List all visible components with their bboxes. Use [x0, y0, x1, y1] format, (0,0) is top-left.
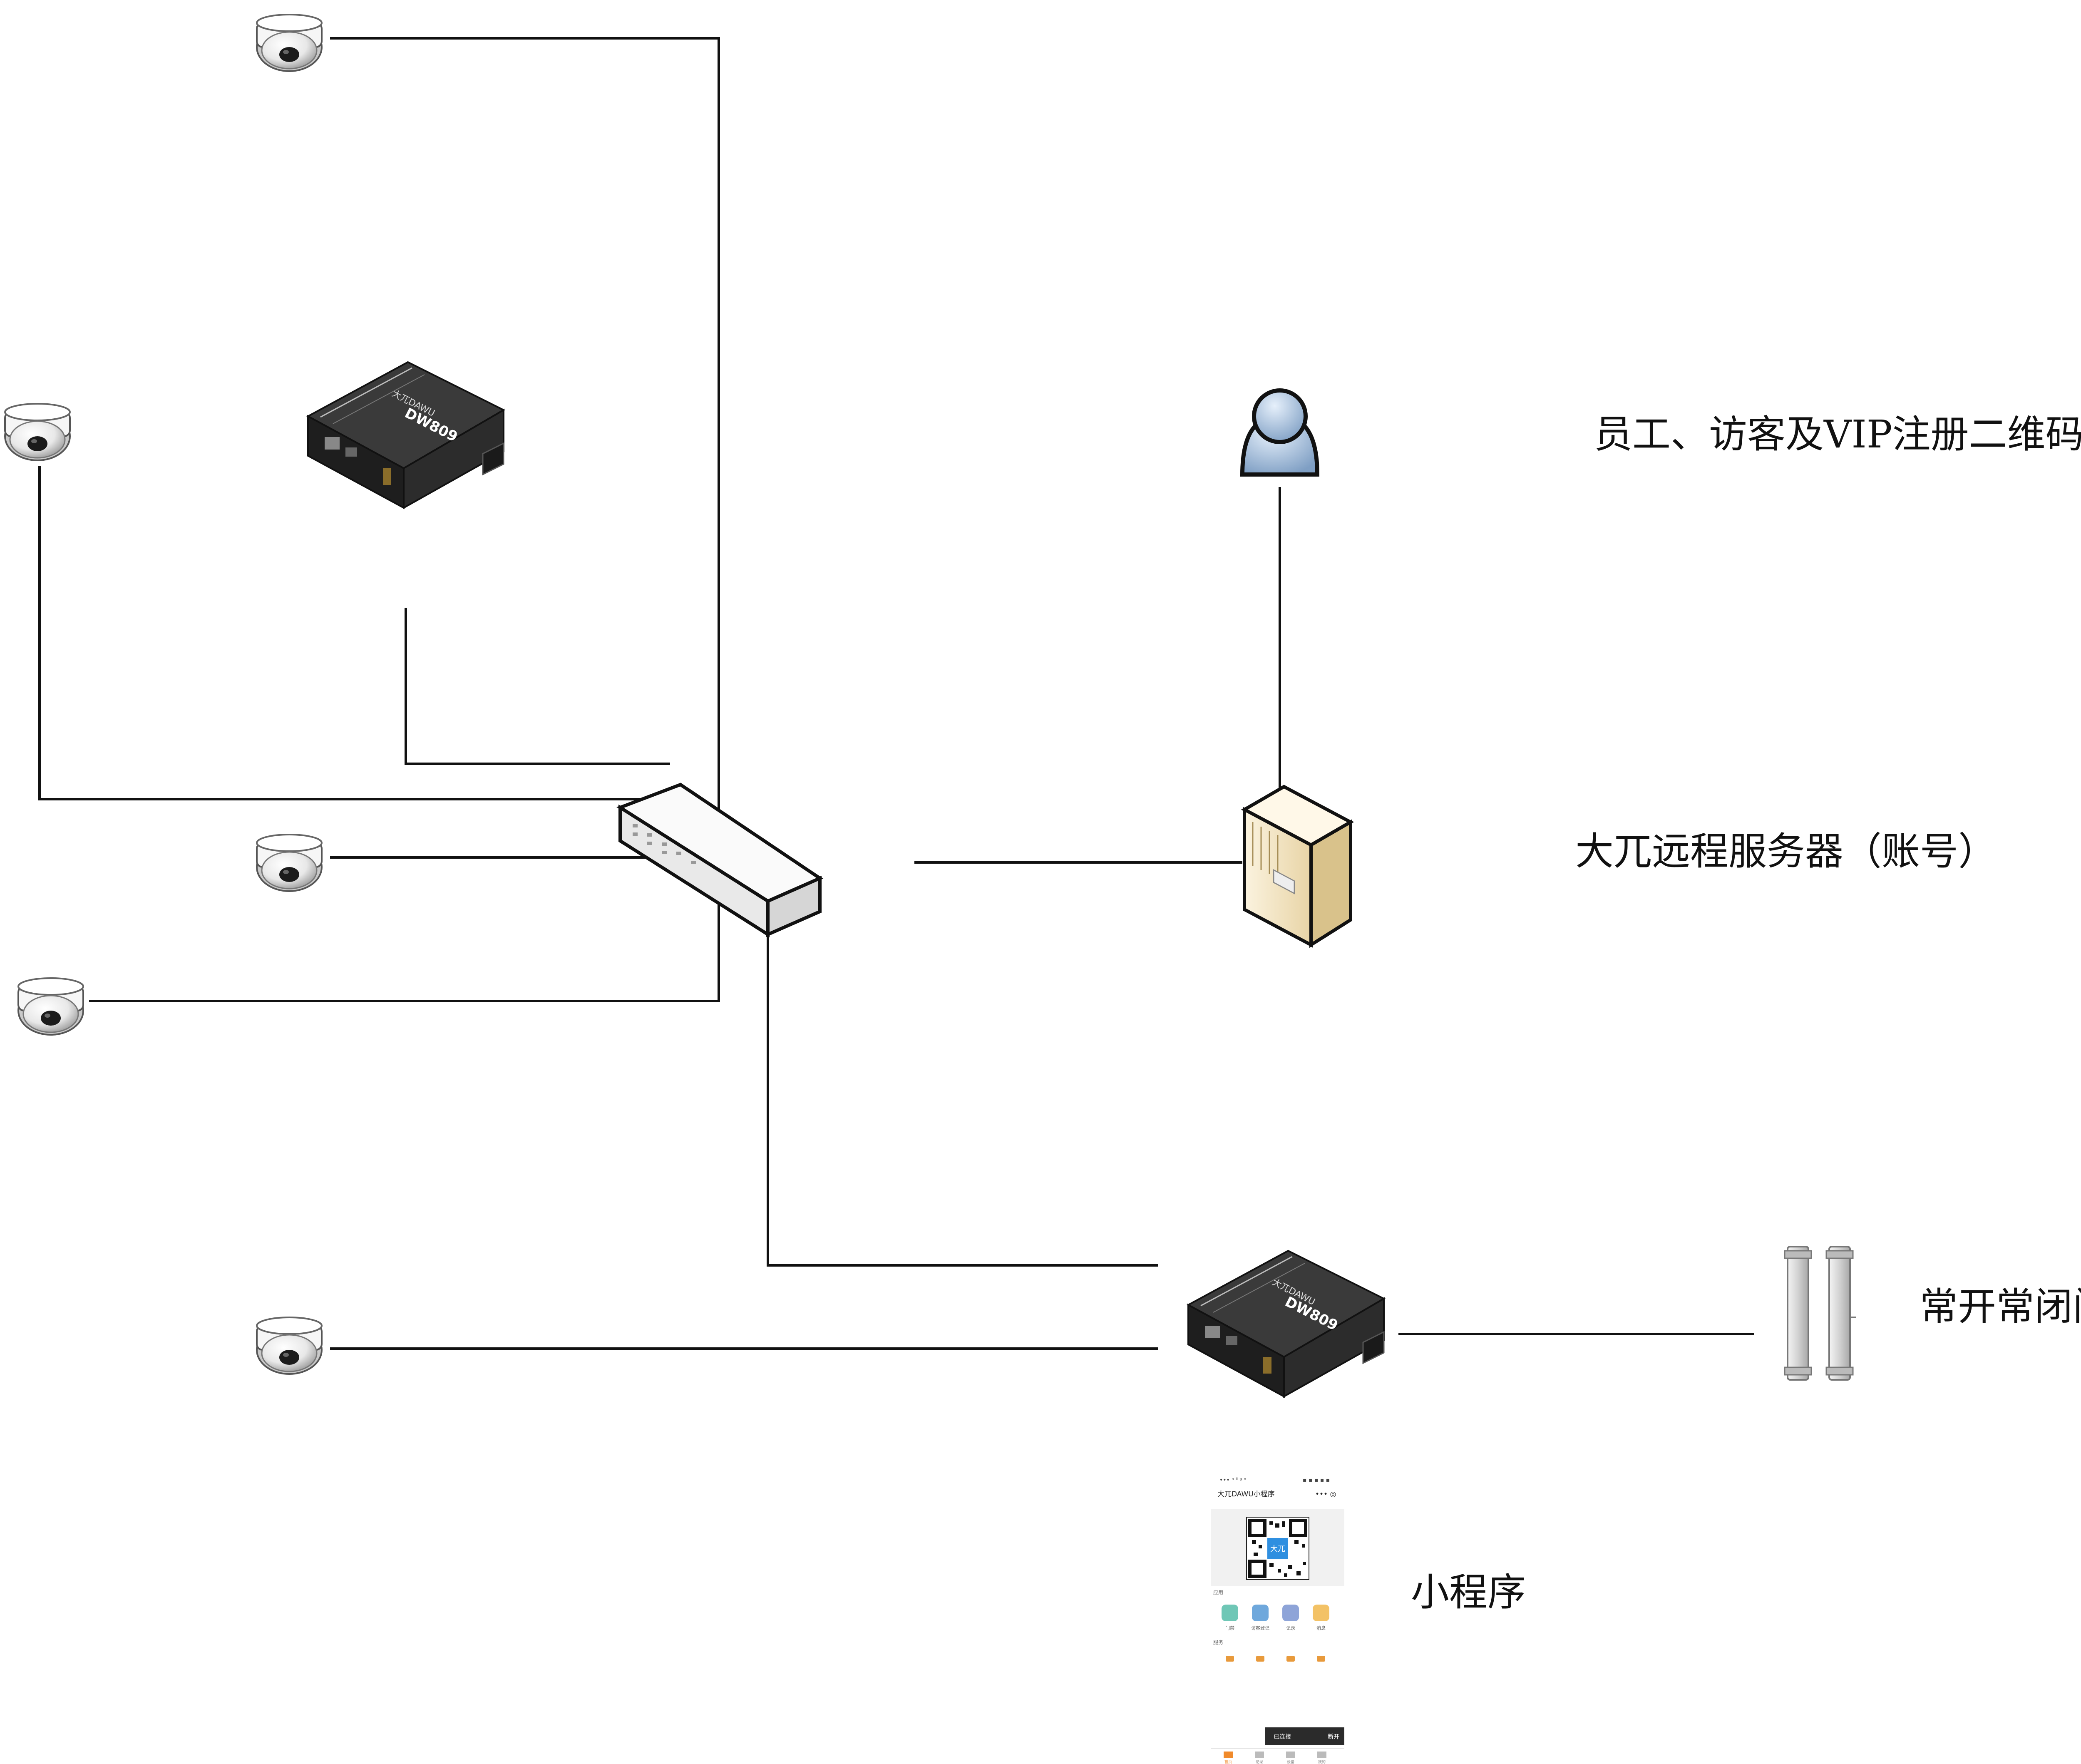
- phone-bottom-right: 断开: [1328, 1734, 1339, 1740]
- phone-bottom-left: 已连接: [1274, 1733, 1291, 1740]
- home-tab-icon[interactable]: [1224, 1752, 1233, 1758]
- relay-controller-icon: DW809 大兀DAWU: [1187, 1250, 1385, 1397]
- dome-camera-icon: [256, 1317, 323, 1375]
- dome-camera-icon: [256, 834, 323, 892]
- phone-icon-label: 门禁: [1225, 1625, 1234, 1631]
- dome-camera-icon: [256, 14, 323, 72]
- profile-tab-icon[interactable]: [1317, 1752, 1326, 1758]
- dome-camera-icon: [4, 403, 71, 461]
- phone-app-icons[interactable]: [1222, 1605, 1329, 1621]
- mini-program-label: 小程序: [1411, 1570, 1526, 1615]
- phone-section2: 服务: [1213, 1639, 1223, 1645]
- link-camera-top: [89, 37, 720, 1002]
- link-controller-top: [405, 608, 670, 765]
- phone-section1: 应用: [1213, 1589, 1223, 1595]
- phone-icon-label: 记录: [1286, 1625, 1295, 1631]
- link-camera-left: [38, 466, 670, 800]
- phone-bottom-bar[interactable]: [1265, 1727, 1344, 1745]
- door-sensor-icon: [1784, 1246, 1856, 1381]
- dome-camera-icon: [17, 977, 84, 1036]
- qr-registration-label: 员工、访客及VIP注册二维码: [1594, 412, 2081, 457]
- phone-tab-label: 我的: [1318, 1759, 1326, 1764]
- svg-text:▪ ▪ ▪ ▪ ▪: ▪ ▪ ▪ ▪ ▪: [1303, 1477, 1330, 1483]
- qr-code-icon: 大兀: [1246, 1517, 1309, 1580]
- phone-tab-label: 记录: [1256, 1760, 1263, 1764]
- person-icon: [1240, 388, 1320, 477]
- connection-lines: [38, 37, 1754, 1350]
- remote-server-label: 大兀远程服务器（账号）: [1575, 829, 1997, 874]
- device-tab-icon[interactable]: [1286, 1752, 1295, 1758]
- phone-menu-icon[interactable]: ••• ◎: [1315, 1490, 1336, 1498]
- record-tab-icon[interactable]: [1255, 1752, 1264, 1758]
- server-icon: [1241, 785, 1354, 948]
- relay-controller-icon: DW809 大兀DAWU: [307, 361, 504, 509]
- door-sensor-label: 常开常闭门磁: [1920, 1284, 2081, 1329]
- phone-icon-label: 访客登记: [1251, 1625, 1269, 1631]
- mini-program-screen: ••• ⁿ ˡˡ ᵍ ⁿ ▪ ▪ ▪ ▪ ▪ 大兀DAWU小程序 ••• ◎ 大…: [1209, 1471, 1346, 1764]
- phone-title: 大兀DAWU小程序: [1217, 1490, 1275, 1498]
- phone-icon-label: 消息: [1316, 1625, 1326, 1631]
- phone-tab-label: 设备: [1287, 1759, 1294, 1764]
- link-switch-controller: [767, 924, 1158, 1267]
- phone-tab-label: 首页: [1224, 1759, 1232, 1764]
- qr-logo-text: 大兀: [1270, 1545, 1285, 1553]
- network-switch-icon: [616, 783, 824, 938]
- svg-text:••• ⁿ ˡˡ ᵍ ⁿ: ••• ⁿ ˡˡ ᵍ ⁿ: [1219, 1477, 1246, 1483]
